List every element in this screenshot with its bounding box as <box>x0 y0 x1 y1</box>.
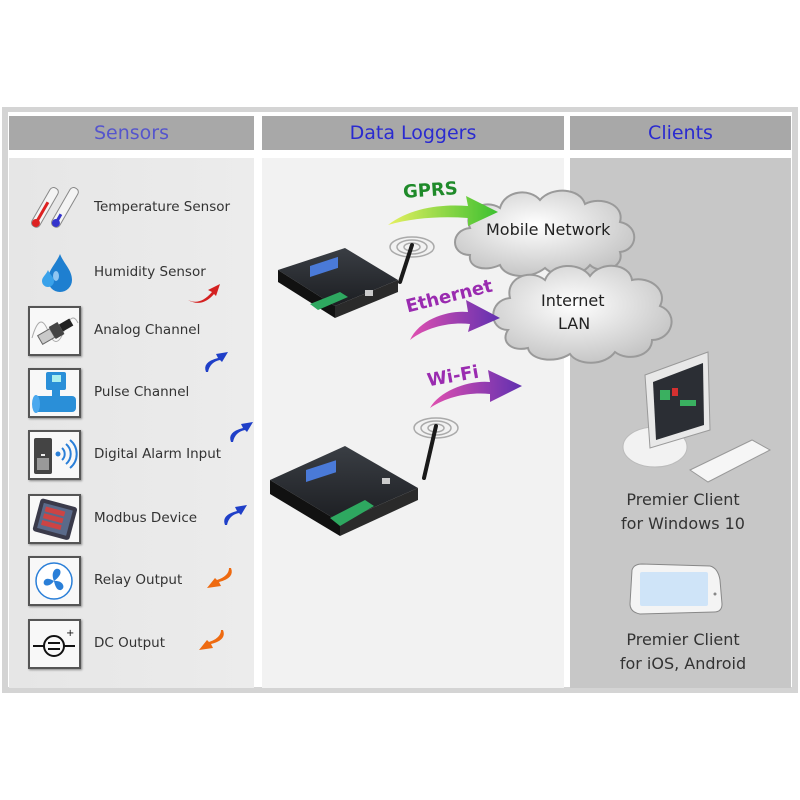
mobile-network-label: Mobile Network <box>486 220 611 239</box>
sensor-label: Pulse Channel <box>94 384 190 400</box>
lan-label: LAN <box>558 314 591 333</box>
modbus-device-icon <box>28 494 81 544</box>
sensor-item-dc-output: + DC Output <box>9 619 254 669</box>
gprs-label: GPRS <box>402 178 459 203</box>
blue-curved-arrow-icon <box>205 352 228 372</box>
windows-client-line2: for Windows 10 <box>621 514 745 533</box>
orange-curved-arrow-icon <box>199 630 224 650</box>
column-header-data-loggers: Data Loggers <box>262 116 564 150</box>
column-header-sensors: Sensors <box>9 116 254 150</box>
fan-icon <box>28 556 81 606</box>
windows-client-line1: Premier Client <box>626 490 740 509</box>
flow-meter-icon <box>28 368 81 418</box>
wifi-arrow-icon <box>430 370 522 408</box>
sensor-item-relay-output: Relay Output <box>9 556 254 606</box>
sensor-label: Relay Output <box>94 572 183 588</box>
water-drop-icon <box>28 248 81 298</box>
internet-label: Internet <box>541 291 605 310</box>
data-logger-device-1 <box>278 236 435 318</box>
alarm-sensor-icon <box>28 430 81 480</box>
data-logger-device-2 <box>270 417 459 536</box>
sensors-panel: Temperature Sensor Humidity Sensor Analo… <box>9 158 254 688</box>
windows-client-label: Premier Client for Windows 10 <box>600 488 766 536</box>
sensor-label: Modbus Device <box>94 510 198 526</box>
blue-curved-arrow-icon <box>224 505 247 525</box>
sensor-label: DC Output <box>94 635 166 651</box>
mobile-client-label: Premier Client for iOS, Android <box>600 628 766 676</box>
sensor-item-modbus-device: Modbus Device <box>9 494 254 544</box>
sensor-item-temperature: Temperature Sensor <box>9 183 254 233</box>
tablet-icon <box>629 563 723 615</box>
sensor-item-pulse-channel: Pulse Channel <box>9 368 254 418</box>
sensor-label: Temperature Sensor <box>94 199 231 215</box>
cloud-internet-lan <box>492 264 673 364</box>
gprs-arrow-icon <box>388 196 498 226</box>
sensor-label: Humidity Sensor <box>94 264 206 280</box>
sensor-label: Digital Alarm Input <box>94 446 222 462</box>
analog-connector-icon <box>28 306 81 356</box>
mobile-client-line2: for iOS, Android <box>619 654 747 673</box>
desktop-computer-icon <box>622 351 772 483</box>
svg-text:+: + <box>66 628 74 639</box>
mobile-client-line1: Premier Client <box>626 630 740 649</box>
thermometer-icon <box>28 183 81 233</box>
sensor-label: Analog Channel <box>94 322 201 338</box>
column-header-clients: Clients <box>570 116 791 150</box>
red-curved-arrow-icon <box>188 284 220 303</box>
blue-curved-arrow-icon <box>230 422 253 442</box>
sensor-item-analog-channel: Analog Channel <box>9 306 254 356</box>
dc-source-icon: + <box>28 619 81 669</box>
sensor-item-digital-alarm-input: Digital Alarm Input <box>9 430 254 480</box>
orange-curved-arrow-icon <box>207 568 232 588</box>
sensor-item-humidity: Humidity Sensor <box>9 248 254 298</box>
ethernet-arrow-icon <box>410 300 500 340</box>
